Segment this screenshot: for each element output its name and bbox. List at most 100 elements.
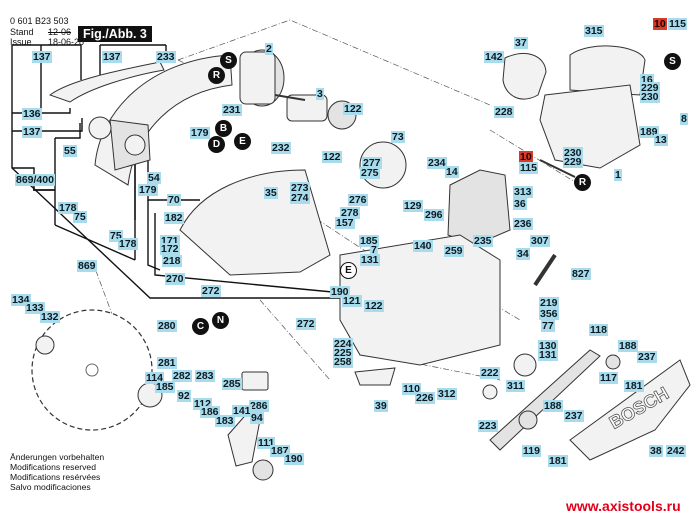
part-label[interactable]: 188	[618, 340, 638, 352]
part-label[interactable]: 827	[571, 268, 591, 280]
part-label[interactable]: 119	[522, 445, 541, 457]
part-label[interactable]: 869	[77, 260, 97, 272]
part-label[interactable]: 283	[195, 370, 215, 382]
part-label[interactable]: 122	[322, 151, 342, 163]
part-label[interactable]: 869/400	[15, 174, 55, 186]
part-label[interactable]: 122	[343, 103, 363, 115]
part-label[interactable]: 258	[333, 356, 353, 368]
part-label[interactable]: 280	[157, 320, 177, 332]
part-label[interactable]: 286	[249, 400, 269, 412]
part-label[interactable]: 223	[478, 420, 498, 432]
part-label[interactable]: 219	[539, 297, 559, 309]
part-label[interactable]: 296	[424, 209, 444, 221]
part-label[interactable]: 179	[190, 127, 210, 139]
part-label[interactable]: 179	[138, 184, 158, 196]
part-label[interactable]: 136	[22, 108, 42, 120]
part-label[interactable]: 181	[548, 455, 568, 467]
part-label[interactable]: 54	[147, 172, 161, 184]
part-label[interactable]: 356	[539, 308, 559, 320]
part-label[interactable]: 178	[118, 238, 138, 250]
part-label[interactable]: 242	[666, 445, 686, 457]
part-label[interactable]: 228	[494, 106, 514, 118]
part-label[interactable]: 277	[362, 157, 382, 169]
part-label[interactable]: 285	[222, 378, 242, 390]
part-label[interactable]: 55	[63, 145, 77, 157]
part-label[interactable]: 222	[480, 367, 500, 379]
part-label[interactable]: 281	[157, 357, 177, 369]
part-label[interactable]: 118	[589, 324, 608, 336]
part-label[interactable]: 278	[340, 207, 360, 219]
part-label[interactable]: 236	[513, 218, 533, 230]
website-link[interactable]: www.axistools.ru	[566, 498, 681, 514]
part-label[interactable]: 181	[624, 380, 644, 392]
part-label[interactable]: 183	[215, 415, 235, 427]
part-label[interactable]: 34	[516, 248, 530, 260]
part-label[interactable]: 137	[102, 51, 122, 63]
part-label[interactable]: 172	[160, 243, 180, 255]
part-label[interactable]: 229	[563, 156, 583, 168]
part-label[interactable]: 231	[222, 104, 242, 116]
part-label[interactable]: 8	[680, 113, 688, 125]
part-label[interactable]: 115	[519, 162, 538, 174]
part-label[interactable]: 307	[530, 235, 550, 247]
part-label[interactable]: 94	[250, 412, 264, 424]
part-label-highlighted[interactable]: 10	[519, 151, 533, 163]
part-label[interactable]: 117	[599, 372, 618, 384]
part-label[interactable]: 313	[513, 186, 533, 198]
part-label[interactable]: 315	[584, 25, 604, 37]
part-label[interactable]: 178	[58, 202, 78, 214]
part-label[interactable]: 131	[538, 349, 558, 361]
part-label[interactable]: 157	[335, 217, 355, 229]
part-label[interactable]: 282	[172, 370, 192, 382]
part-label[interactable]: 312	[437, 388, 457, 400]
part-label[interactable]: 190	[284, 453, 304, 465]
part-label[interactable]: 270	[165, 273, 185, 285]
part-label[interactable]: 75	[73, 211, 87, 223]
part-label[interactable]: 276	[348, 194, 368, 206]
part-label[interactable]: 1	[614, 169, 622, 181]
part-label[interactable]: 35	[264, 187, 278, 199]
part-label[interactable]: 137	[22, 126, 42, 138]
part-label[interactable]: 39	[374, 400, 388, 412]
part-label[interactable]: 188	[543, 400, 563, 412]
part-label[interactable]: 275	[360, 167, 380, 179]
part-label[interactable]: 234	[427, 157, 447, 169]
part-label[interactable]: 182	[164, 212, 184, 224]
part-label[interactable]: 77	[541, 320, 555, 332]
part-label[interactable]: 92	[177, 390, 191, 402]
part-label[interactable]: 273	[290, 182, 310, 194]
part-label[interactable]: 38	[649, 445, 663, 457]
part-label[interactable]: 140	[413, 240, 433, 252]
part-label[interactable]: 274	[290, 192, 310, 204]
part-label[interactable]: 272	[296, 318, 316, 330]
part-label[interactable]: 137	[32, 51, 52, 63]
part-label[interactable]: 218	[162, 255, 182, 267]
part-label[interactable]: 142	[484, 51, 504, 63]
part-label[interactable]: 73	[391, 131, 405, 143]
part-label[interactable]: 132	[40, 311, 60, 323]
part-label[interactable]: 7	[370, 244, 378, 256]
part-label[interactable]: 259	[444, 245, 464, 257]
part-label[interactable]: 272	[201, 285, 221, 297]
part-label[interactable]: 185	[155, 381, 175, 393]
part-label[interactable]: 70	[167, 194, 181, 206]
part-label[interactable]: 189	[639, 126, 659, 138]
part-label[interactable]: 36	[513, 198, 527, 210]
part-label[interactable]: 233	[156, 51, 176, 63]
part-label[interactable]: 2	[265, 43, 273, 55]
part-label[interactable]: 13	[654, 134, 668, 146]
part-label[interactable]: 131	[360, 254, 380, 266]
part-label[interactable]: 232	[271, 142, 291, 154]
part-label[interactable]: 230	[640, 91, 660, 103]
part-label[interactable]: 37	[514, 37, 528, 49]
part-label[interactable]: 186	[200, 406, 220, 418]
part-label[interactable]: 3	[316, 88, 324, 100]
part-label[interactable]: 237	[564, 410, 584, 422]
part-label[interactable]: 235	[473, 235, 493, 247]
part-label[interactable]: 115	[668, 18, 687, 30]
part-label[interactable]: 237	[637, 351, 657, 363]
part-label[interactable]: 141	[232, 405, 252, 417]
part-label[interactable]: 133	[25, 302, 45, 314]
part-label[interactable]: 129	[403, 200, 423, 212]
part-label[interactable]: 14	[445, 166, 459, 178]
